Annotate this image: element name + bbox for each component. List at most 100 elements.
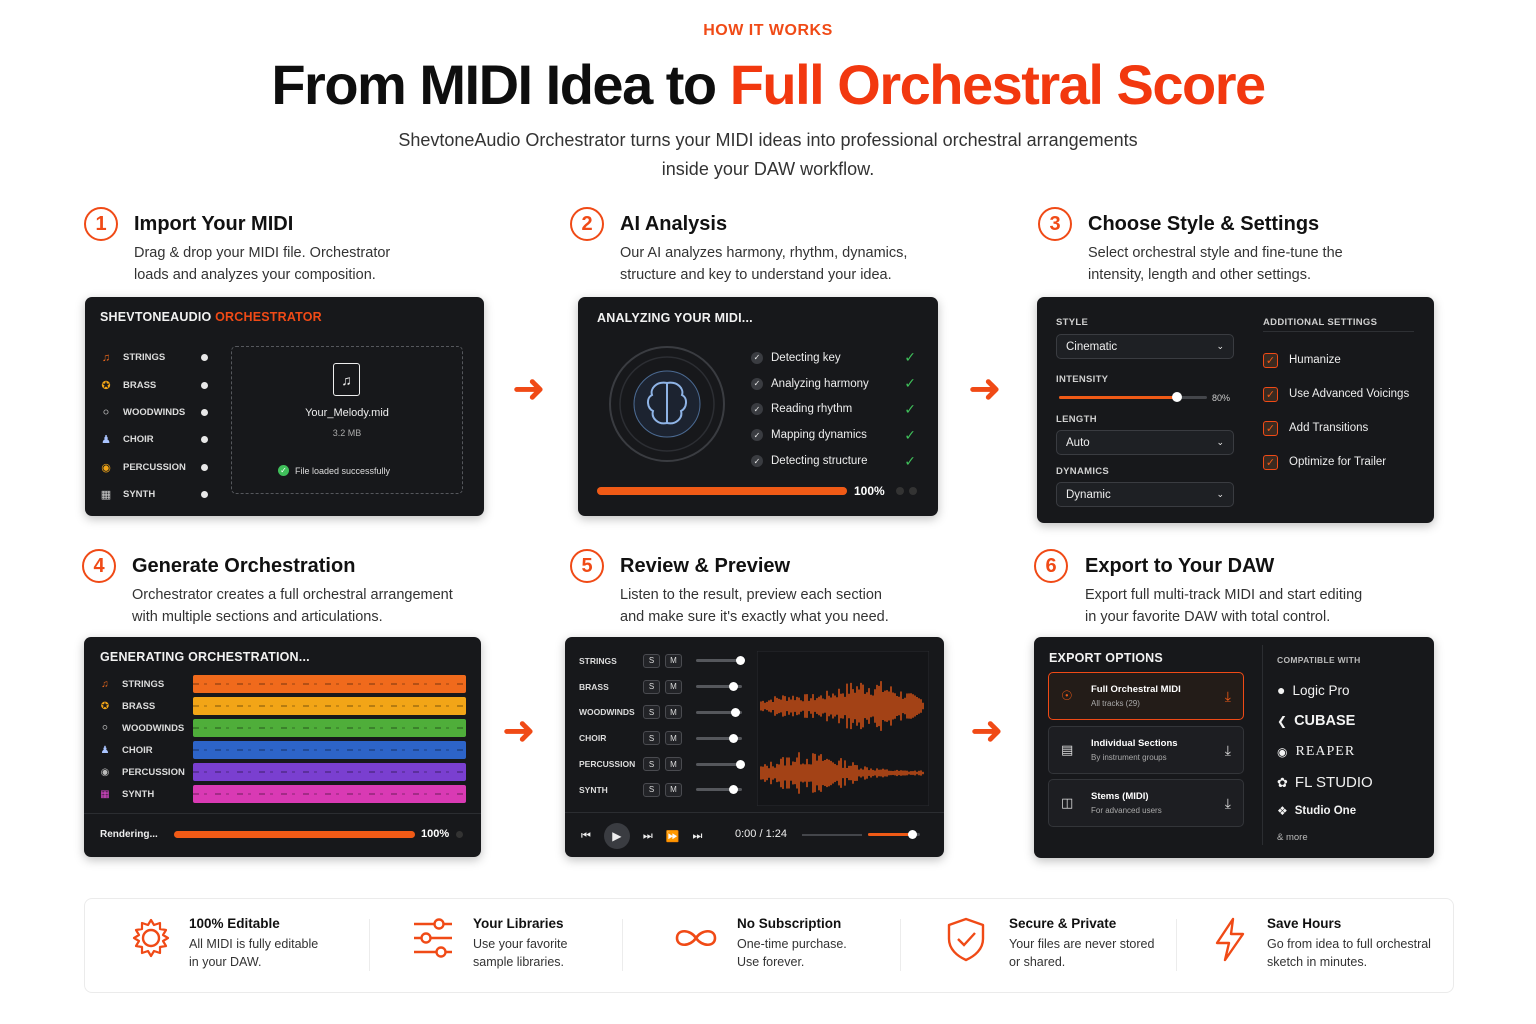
import-panel: SHEVTONEAUDIO ORCHESTRATOR ♫STRINGS ✪BRA…	[85, 297, 484, 516]
trumpet-icon: ✪	[100, 700, 110, 712]
advanced-voicings-checkbox[interactable]: ✓Use Advanced Voicings	[1263, 377, 1409, 411]
mute-button[interactable]: M	[665, 705, 682, 720]
step-description: Listen to the result, preview each secti…	[620, 587, 889, 625]
divider	[622, 919, 623, 971]
step-5: 5	[570, 549, 604, 583]
volume-fader[interactable]	[696, 682, 742, 692]
additional-settings-label: ADDITIONAL SETTINGS	[1263, 317, 1378, 328]
volume-fader[interactable]	[696, 759, 745, 769]
track-row: ◉PERCUSSION	[98, 761, 466, 783]
seek-bar[interactable]	[802, 834, 862, 836]
solo-button[interactable]: S	[643, 653, 660, 668]
export-stems-option[interactable]: ◫ Stems (MIDI)For advanced users ⤓	[1048, 779, 1244, 827]
solo-button[interactable]: S	[643, 731, 660, 746]
step-description: Orchestrator creates a full orchestral a…	[132, 587, 453, 625]
volume-fader[interactable]	[696, 656, 745, 666]
mute-button[interactable]: M	[665, 731, 682, 746]
step-description: Select orchestral style and fine-tune th…	[1088, 245, 1343, 283]
instrument-item[interactable]: ◉PERCUSSION	[99, 454, 214, 481]
divider	[1176, 919, 1177, 971]
slider-handle[interactable]	[1172, 392, 1183, 402]
divider	[1262, 645, 1263, 845]
step-4: 4	[82, 549, 116, 583]
fader-handle[interactable]	[728, 682, 738, 692]
volume-slider[interactable]	[868, 830, 920, 839]
progress-percent: 100%	[854, 484, 885, 498]
play-button[interactable]: ▶	[603, 823, 630, 849]
step-number: 6	[1034, 549, 1068, 583]
violin-icon: ♫	[101, 351, 111, 364]
step-title: Choose Style & Settings	[1088, 213, 1320, 235]
status-dot	[201, 463, 208, 471]
midi-dropzone[interactable]: ♫ Your_Melody.mid 3.2 MB ✓File loaded su…	[231, 346, 463, 494]
render-percent: 100%	[421, 828, 450, 840]
step-number: 4	[82, 549, 116, 583]
checkbox-icon: ✓	[1263, 454, 1278, 470]
fader-handle[interactable]	[735, 759, 745, 769]
track-row: ▦SYNTH	[98, 783, 466, 805]
track-row: ⚪WOODWINDS	[98, 717, 466, 739]
fader-handle[interactable]	[735, 656, 745, 666]
trailer-checkbox[interactable]: ✓Optimize for Trailer	[1263, 445, 1409, 479]
settings-panel: STYLE Cinematic⌄ INTENSITY 80% LENGTH Au…	[1037, 297, 1434, 523]
instrument-item[interactable]: ✪BRASS	[99, 371, 214, 398]
instrument-item[interactable]: ⚪WOODWINDS	[99, 399, 214, 426]
step-title: Generate Orchestration	[132, 555, 356, 577]
instrument-item[interactable]: ♫STRINGS	[99, 344, 214, 371]
page-title: From MIDI Idea to Full Orchestral Score	[0, 52, 1536, 117]
transport-controls: ⏮ ▶ ⏭ ⏩ ⏭	[581, 823, 702, 849]
transitions-checkbox[interactable]: ✓Add Transitions	[1263, 411, 1409, 445]
mute-button[interactable]: M	[665, 679, 682, 694]
midi-export-icon: ☉	[1061, 688, 1073, 703]
fader-handle[interactable]	[728, 785, 738, 795]
solo-button[interactable]: S	[643, 757, 660, 772]
style-select[interactable]: Cinematic⌄	[1056, 334, 1234, 359]
dynamics-select[interactable]: Dynamic⌄	[1056, 482, 1234, 507]
subtitle-line-2: inside your DAW workflow.	[661, 159, 875, 179]
instrument-item[interactable]: ♟CHOIR	[99, 426, 214, 453]
instrument-item[interactable]: ▦SYNTH	[99, 481, 214, 508]
drum-icon: ◉	[100, 766, 110, 778]
volume-fader[interactable]	[696, 785, 742, 795]
step-number: 3	[1038, 207, 1072, 241]
render-progress-bar	[174, 831, 415, 838]
sections-icon: ▤	[1061, 742, 1074, 757]
volume-fader[interactable]	[696, 733, 742, 743]
fader-handle[interactable]	[731, 707, 741, 717]
mute-button[interactable]: M	[665, 757, 682, 772]
stems-icon: ◫	[1061, 795, 1074, 810]
choir-icon: ♟	[101, 434, 111, 447]
track-bar	[193, 763, 466, 781]
solo-button[interactable]: S	[643, 679, 660, 694]
intensity-slider[interactable]	[1059, 392, 1207, 402]
solo-button[interactable]: S	[643, 705, 660, 720]
step-description: Our AI analyzes harmony, rhythm, dynamic…	[620, 245, 908, 283]
next-icon[interactable]: ⏭	[642, 829, 653, 842]
checkmark-icon: ✓	[904, 452, 916, 469]
chevron-down-icon: ⌄	[1216, 437, 1224, 447]
status-dot	[201, 381, 208, 389]
volume-fader[interactable]	[696, 707, 742, 717]
download-icon: ⤓	[1224, 687, 1231, 704]
humanize-checkbox[interactable]: ✓Humanize	[1263, 343, 1409, 377]
solo-button[interactable]: S	[643, 782, 660, 797]
divider	[369, 919, 370, 971]
slider-handle[interactable]	[908, 830, 918, 839]
length-select[interactable]: Auto⌄	[1056, 430, 1234, 455]
fast-forward-icon[interactable]: ⏩	[665, 830, 680, 843]
skip-back-icon[interactable]: ⏮	[581, 829, 591, 842]
track-list: ♫STRINGS ✪BRASS ⚪WOODWINDS ♟CHOIR ◉PERCU…	[98, 673, 466, 805]
fader-handle[interactable]	[728, 733, 738, 743]
apple-logo-icon: ●	[1277, 682, 1286, 698]
analysis-task: ✓Detecting structure✓	[751, 448, 916, 474]
mute-button[interactable]: M	[665, 782, 682, 797]
mute-button[interactable]: M	[665, 653, 682, 668]
trumpet-icon: ✪	[101, 379, 111, 392]
skip-end-icon[interactable]: ⏭	[692, 829, 703, 842]
